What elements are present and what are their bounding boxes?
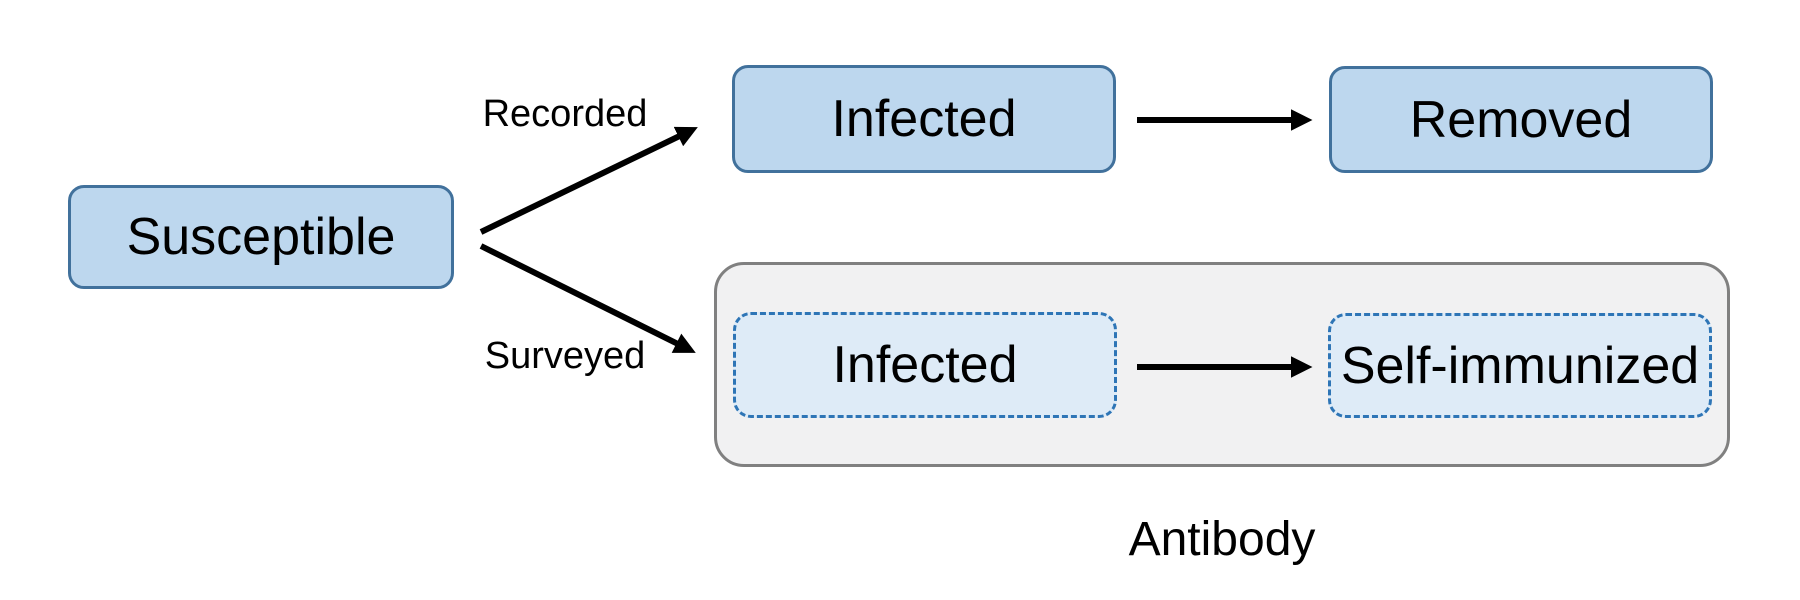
recorded-infected-node-label: Infected <box>831 90 1017 148</box>
removed-node-label: Removed <box>1409 90 1633 149</box>
susceptible-node-label: Susceptible <box>126 208 396 266</box>
self-immunized-node-label: Self-immunized <box>1340 336 1700 395</box>
recorded-arrow <box>479 126 698 235</box>
self-immunized-node: Self-immunized <box>1328 313 1712 418</box>
antibody-group-label: Antibody <box>1128 513 1316 566</box>
surveyed-infected-node-label: Infected <box>832 336 1018 394</box>
surveyed-infected-node: Infected <box>733 312 1117 418</box>
susceptible-node: Susceptible <box>68 185 454 289</box>
removed-node: Removed <box>1329 66 1713 173</box>
recorded-edge-label: Recorded <box>482 93 648 135</box>
recorded-infected-node: Infected <box>732 65 1116 173</box>
surveyed-edge-label: Surveyed <box>484 335 646 377</box>
